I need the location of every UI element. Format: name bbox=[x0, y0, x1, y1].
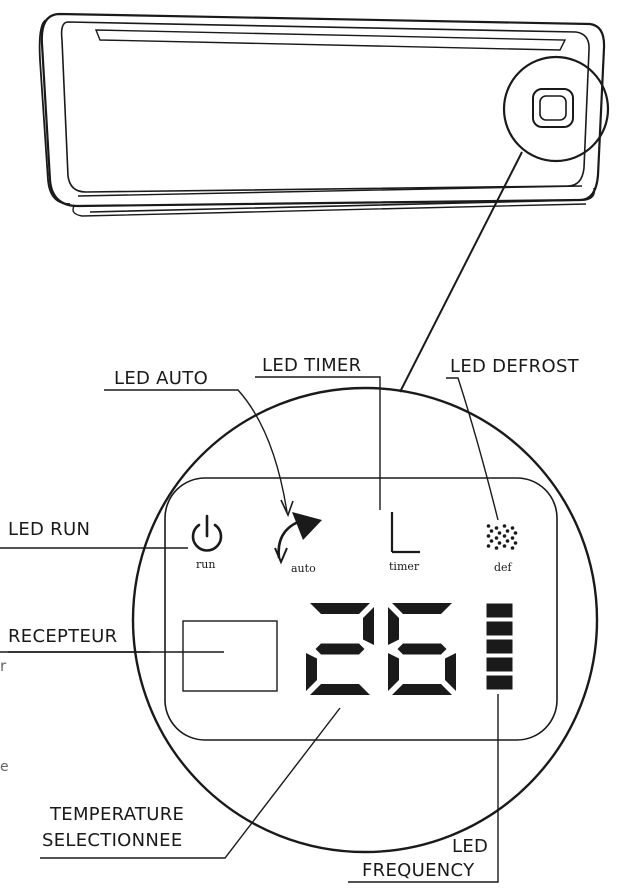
temperature-digit bbox=[388, 603, 456, 695]
segment-a bbox=[392, 603, 452, 614]
defrost-icon bbox=[486, 524, 518, 550]
def-icon-label: def bbox=[494, 561, 513, 574]
defrost-dot bbox=[510, 546, 515, 550]
ac-body-outline bbox=[40, 12, 606, 208]
defrost-dot bbox=[505, 529, 510, 533]
segment-d bbox=[392, 684, 452, 695]
defrost-dot bbox=[502, 534, 507, 538]
defrost-dot bbox=[510, 536, 515, 540]
label-frequency-line2: FREQUENCY bbox=[362, 860, 475, 881]
segment-g bbox=[397, 643, 447, 655]
segment-f bbox=[388, 607, 399, 645]
frequency-bar bbox=[486, 675, 513, 690]
ac-front-panel bbox=[60, 21, 590, 193]
defrost-dot bbox=[489, 539, 494, 543]
frequency-bar bbox=[486, 603, 513, 618]
frequency-bar bbox=[486, 639, 513, 654]
segment-c bbox=[445, 653, 456, 691]
ac-indoor-unit bbox=[38, 12, 606, 217]
defrost-dot bbox=[489, 529, 494, 533]
label-led-auto: LED AUTO bbox=[114, 368, 208, 389]
segment-a bbox=[310, 603, 370, 614]
segment-g bbox=[315, 643, 365, 655]
ac-bottom-edge bbox=[72, 203, 587, 217]
frequency-bar bbox=[486, 621, 513, 636]
segment-e bbox=[306, 653, 317, 691]
display-panel bbox=[164, 477, 558, 741]
label-led-timer: LED TIMER bbox=[262, 355, 361, 376]
defrost-dot bbox=[513, 541, 518, 545]
label-led-defrost: LED DEFROST bbox=[450, 356, 580, 377]
defrost-dot bbox=[510, 526, 515, 530]
label-temperature-line2: SELECTIONNEE bbox=[42, 830, 183, 851]
defrost-dot bbox=[486, 544, 491, 548]
leader-led-auto-arrowhead bbox=[280, 499, 294, 518]
temperature-readout bbox=[306, 603, 456, 695]
defrost-dot bbox=[505, 539, 510, 543]
label-recepteur: RECEPTEUR bbox=[8, 626, 117, 647]
label-led-run: LED RUN bbox=[8, 519, 90, 540]
leader-temperature bbox=[40, 707, 341, 859]
defrost-dot bbox=[494, 526, 499, 530]
display-magnifier-circle bbox=[131, 386, 599, 854]
ac-left-cap bbox=[38, 19, 71, 205]
leader-led-timer bbox=[255, 376, 381, 510]
defrost-dot bbox=[502, 524, 507, 528]
label-temperature-line1: TEMPERATURE bbox=[49, 804, 184, 825]
temperature-digit bbox=[306, 603, 374, 695]
label-frequency-line1: LED bbox=[452, 836, 488, 857]
defrost-dot bbox=[486, 524, 491, 528]
defrost-dot bbox=[513, 531, 518, 535]
timer-icon-label: timer bbox=[389, 560, 420, 573]
auto-icon-label: auto bbox=[291, 562, 316, 575]
power-icon bbox=[191, 514, 223, 552]
auto-arrow-icon bbox=[274, 512, 322, 565]
frequency-bar bbox=[486, 657, 513, 672]
timer-icon bbox=[390, 512, 420, 554]
leader-led-auto bbox=[104, 389, 288, 513]
receiver-window bbox=[182, 620, 278, 692]
ac-louver-upper bbox=[77, 185, 583, 197]
edge-fragment-1: r bbox=[0, 657, 7, 675]
edge-fragment-2: e bbox=[0, 759, 9, 775]
unit-display-window bbox=[532, 88, 574, 128]
leader-led-defrost bbox=[446, 377, 499, 521]
frequency-bars bbox=[486, 603, 513, 690]
segment-e bbox=[388, 653, 399, 691]
ac-top-vent bbox=[94, 29, 567, 51]
zoom-leader-line bbox=[399, 151, 523, 393]
ac-louver-lower bbox=[89, 187, 596, 213]
segment-d bbox=[310, 684, 370, 695]
unit-callout-circle bbox=[502, 55, 610, 163]
leader-frequency bbox=[348, 694, 499, 883]
defrost-dot bbox=[502, 544, 507, 548]
defrost-dot bbox=[497, 541, 502, 545]
defrost-dot bbox=[494, 546, 499, 550]
run-icon-label: run bbox=[196, 558, 215, 571]
defrost-dot bbox=[497, 531, 502, 535]
segment-b bbox=[363, 607, 374, 645]
defrost-dot bbox=[494, 536, 499, 540]
defrost-dot bbox=[486, 534, 491, 538]
